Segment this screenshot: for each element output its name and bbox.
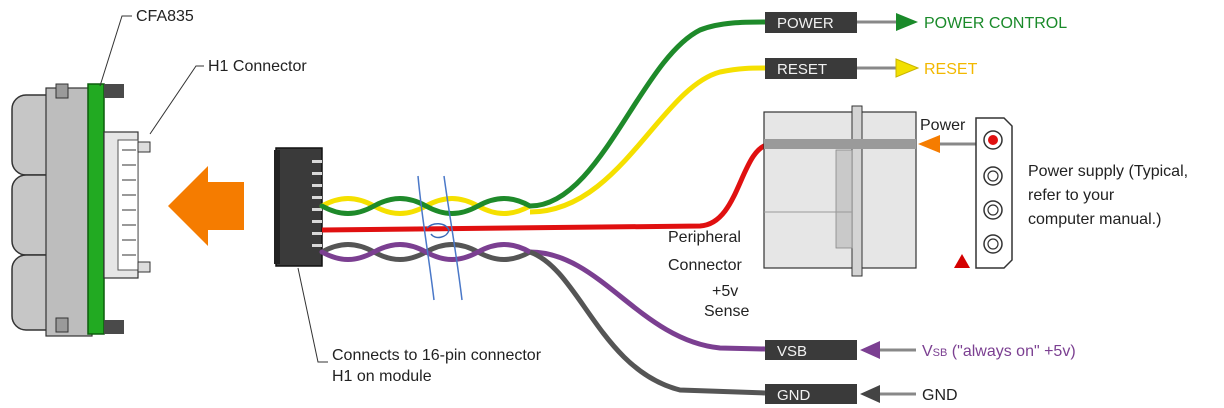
psu-label-line1: Power supply (Typical, (1028, 163, 1188, 180)
reset-target-label: RESET (924, 61, 978, 78)
power-tag: POWER (765, 12, 857, 33)
gray-wire (529, 249, 766, 396)
vsb-tag: VSB (765, 340, 857, 360)
psu-label-line2: refer to your (1028, 187, 1115, 204)
yellow-wire (529, 65, 766, 215)
svg-text:GND: GND (777, 387, 811, 404)
svg-text:VSB: VSB (777, 343, 807, 360)
power-pin-arrow-icon (918, 135, 940, 153)
h1-connector-label: H1 Connector (208, 58, 307, 75)
psu-label-line3: computer manual.) (1028, 211, 1161, 228)
green-wire (529, 19, 766, 209)
cable-connector (274, 147, 323, 267)
peripheral-connector (763, 105, 917, 277)
svg-text:POWER: POWER (777, 15, 834, 32)
gnd-target-label: GND (922, 387, 958, 404)
h1-callout-line (149, 65, 204, 135)
power-arrow-icon (896, 13, 918, 31)
power-control-label: POWER CONTROL (924, 15, 1067, 32)
power-pin-label: Power (920, 117, 966, 134)
vsb-target-label: VSB ("always on" +5v) (922, 343, 1076, 360)
peripheral-label-line2: Connector (668, 257, 742, 274)
peripheral-label-line1: Peripheral (668, 229, 741, 246)
break-mark-icon (417, 175, 463, 301)
cfa835-label: CFA835 (136, 8, 194, 25)
reset-tag: RESET (765, 58, 857, 79)
cfa835-callout-line (99, 15, 132, 87)
green-yellow-twisted-pair (319, 196, 533, 216)
gnd-arrow-icon (860, 385, 880, 403)
sense-label-line1: +5v (712, 283, 738, 300)
svg-text:RESET: RESET (777, 61, 827, 78)
reset-arrow-icon (895, 58, 920, 78)
warning-triangle-icon (954, 254, 970, 268)
connector-callout-line (297, 267, 328, 363)
power-supply-connector (975, 117, 1013, 269)
purple-gray-twisted-pair (319, 242, 533, 262)
cfa835-module (11, 83, 151, 337)
sense-label-line2: Sense (704, 303, 749, 320)
purple-wire (529, 249, 766, 352)
gnd-tag: GND (765, 384, 857, 404)
connects-label-line2: H1 on module (332, 368, 432, 385)
vsb-arrow-icon (860, 341, 880, 359)
connects-label-line1: Connects to 16-pin connector (332, 347, 542, 364)
large-left-arrow-icon (168, 166, 244, 246)
